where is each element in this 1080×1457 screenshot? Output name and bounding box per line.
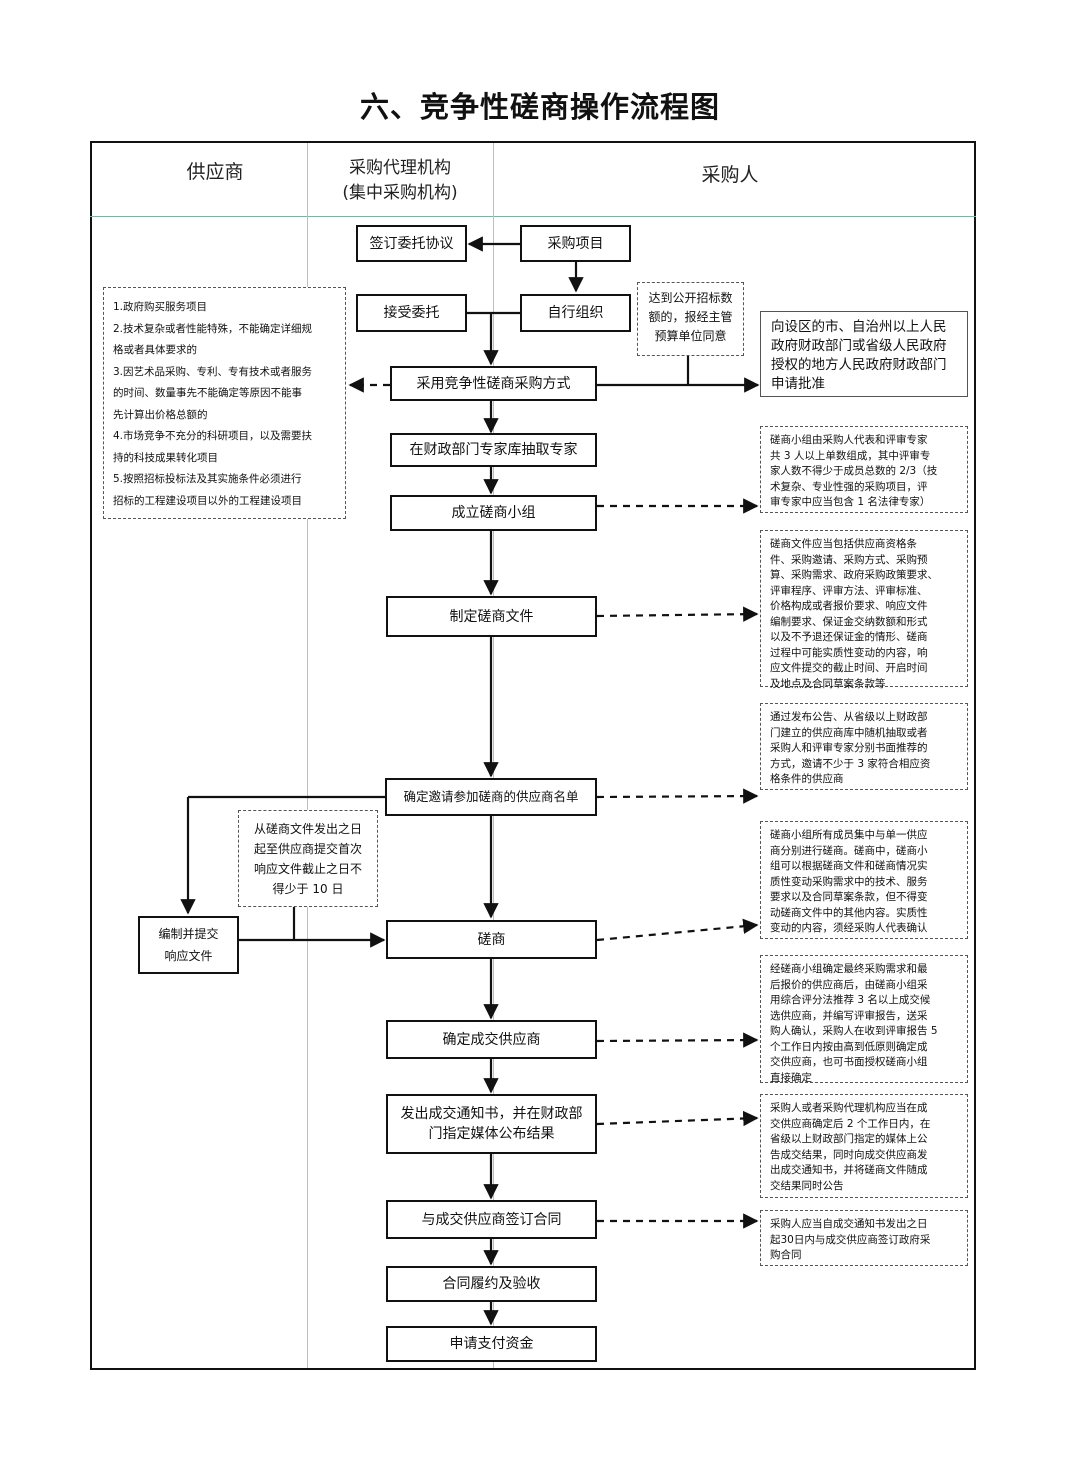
- lane-header-purchaser: 采购人: [701, 164, 759, 186]
- apply-payment-box: 申请支付资金: [386, 1326, 597, 1362]
- sign-contract-box: 与成交供应商签订合同: [386, 1200, 597, 1239]
- group-composition-note: 磋商小组由采购人代表和评审专家 共 3 人以上单数组成，其中评审专 家人数不得少…: [760, 426, 968, 513]
- prepare-response-line1: 编制并提交: [158, 927, 219, 941]
- sign-agreement-box: 签订委托协议: [356, 225, 467, 262]
- extract-experts-box: 在财政部门专家库抽取专家: [390, 433, 597, 467]
- invite-suppliers-note: 通过发布公告、从省级以上财政部 门建立的供应商库中随机抽取或者 采购人和评审专家…: [760, 703, 968, 790]
- form-group-box: 成立磋商小组: [390, 495, 597, 531]
- approval-request-note: 向设区的市、自治州以上人民 政府财政部门或省级人民政府 授权的地方人民政府财政部…: [760, 311, 968, 397]
- purchase-project-box: 采购项目: [520, 225, 631, 262]
- lane-header-agency-line2: (集中采购机构): [342, 183, 458, 203]
- lane-divider-2: [493, 143, 494, 1368]
- notice-publish-note: 采购人或者采购代理机构应当在成 交供应商确定后 2 个工作日内，在 省级以上财政…: [760, 1094, 968, 1198]
- negotiation-rules-note: 磋商小组所有成员集中与单一供应 商分别进行磋商。磋商中，磋商小 组可以根据磋商文…: [760, 821, 968, 939]
- header-divider: [90, 216, 976, 217]
- lane-header-supplier: 供应商: [186, 161, 244, 183]
- flowchart-frame: [90, 141, 976, 1370]
- contract-deadline-note: 采购人应当自成交通知书发出之日 起30日内与成交供应商签订政府采 购合同: [760, 1210, 968, 1266]
- issue-notice-box: 发出成交通知书，并在财政部 门指定媒体公布结果: [386, 1094, 597, 1154]
- lane-header-agency-line1: 采购代理机构: [349, 158, 451, 178]
- accept-entrust-box: 接受委托: [356, 294, 467, 332]
- determine-supplier-note: 经磋商小组确定最终采购需求和最 后报价的供应商后，由磋商小组采 用综合评分法推荐…: [760, 955, 968, 1084]
- applicable-cases-note: 1.政府购买服务项目 2.技术复杂或者性能特殊，不能确定详细规 格或者具体要求的…: [103, 287, 346, 519]
- confirm-supplier-box: 确定成交供应商: [386, 1020, 597, 1059]
- self-organize-box: 自行组织: [520, 294, 631, 332]
- make-docs-box: 制定磋商文件: [386, 596, 597, 637]
- issue-notice-line2: 门指定媒体公布结果: [428, 1126, 555, 1142]
- perform-accept-box: 合同履约及验收: [386, 1266, 597, 1302]
- lane-header-agency: 采购代理机构 (集中采购机构): [310, 156, 490, 206]
- response-period-note: 从磋商文件发出之日 起至供应商提交首次 响应文件截止之日不 得少于 10 日: [238, 810, 378, 907]
- issue-notice-line1: 发出成交通知书，并在财政部: [400, 1106, 583, 1122]
- public-bidding-amount-note: 达到公开招标数 额的，报经主管 预算单位同意: [637, 282, 744, 356]
- prepare-response-box: 编制并提交 响应文件: [138, 916, 239, 974]
- negotiate-box: 磋商: [386, 920, 597, 959]
- lane-divider-1: [307, 143, 308, 1368]
- adopt-method-box: 采用竞争性磋商采购方式: [390, 366, 597, 401]
- docs-content-note: 磋商文件应当包括供应商资格条 件、采购邀请、采购方式、采购预 算、采购需求、政府…: [760, 530, 968, 690]
- confirm-list-box: 确定邀请参加磋商的供应商名单: [385, 778, 597, 816]
- page-title: 六、竞争性磋商操作流程图: [359, 90, 720, 124]
- prepare-response-line2: 响应文件: [164, 949, 213, 963]
